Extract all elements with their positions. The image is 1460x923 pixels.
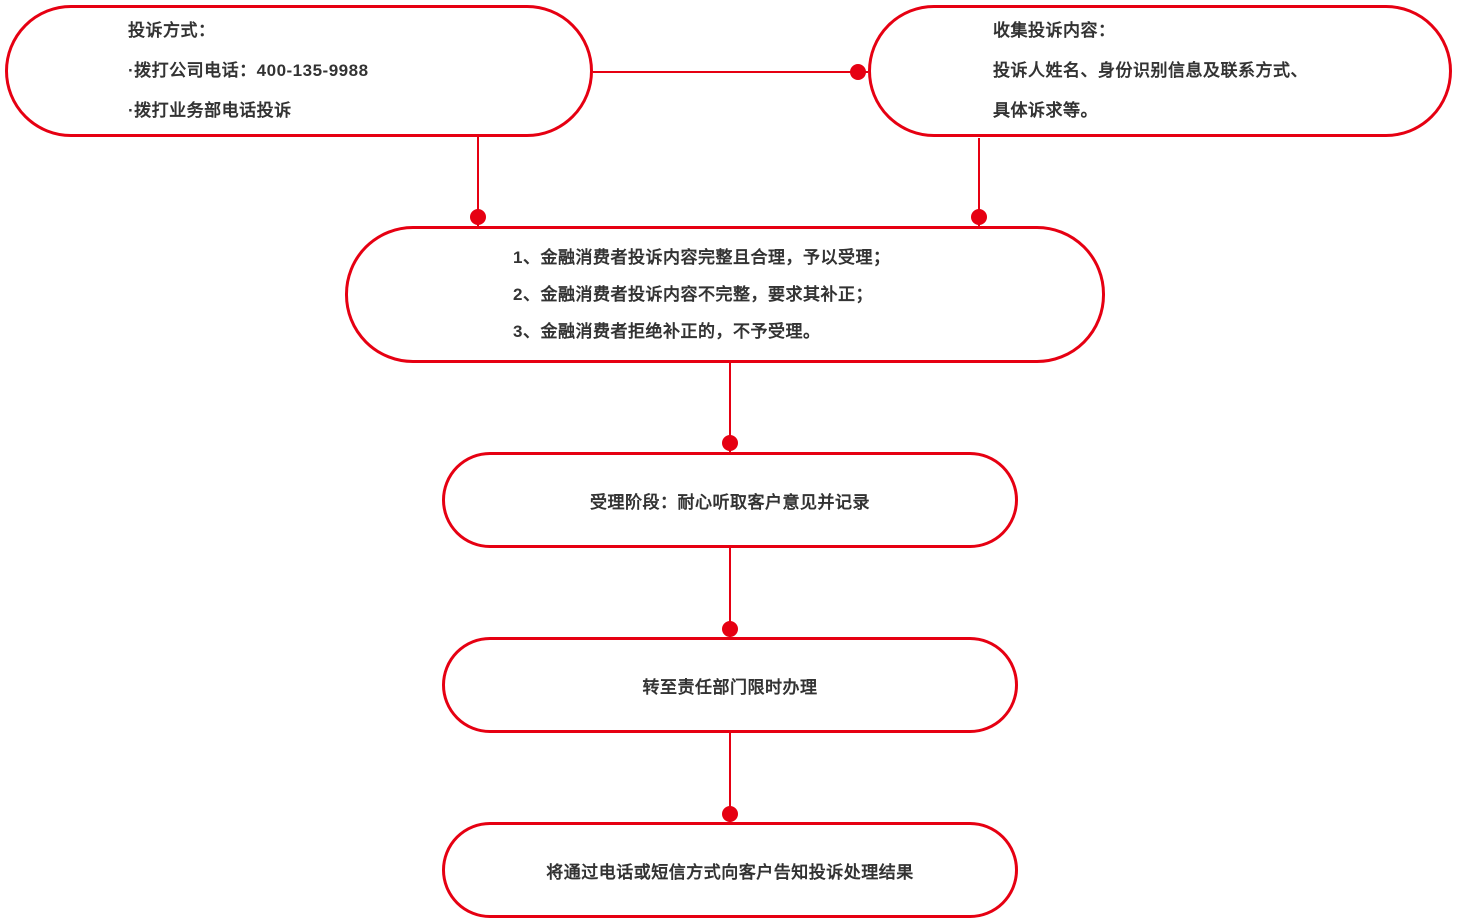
node-notify-result: 将通过电话或短信方式向客户告知投诉处理结果 bbox=[442, 822, 1018, 918]
node-transfer-department: 转至责任部门限时办理 bbox=[442, 637, 1018, 733]
node-line: 具体诉求等。 bbox=[993, 101, 1098, 120]
node-line: 受理阶段：耐心听取客户意见并记录 bbox=[590, 492, 870, 512]
connector-dot bbox=[470, 209, 486, 225]
node-triage-rules: 1、金融消费者投诉内容完整且合理，予以受理； 2、金融消费者投诉内容不完整，要求… bbox=[345, 226, 1105, 363]
connector-acceptance-to-transfer bbox=[729, 548, 731, 637]
node-line: ·拨打业务部电话投诉 bbox=[128, 101, 292, 120]
node-line: 投诉人姓名、身份识别信息及联系方式、 bbox=[993, 61, 1308, 80]
connector-dot bbox=[722, 806, 738, 822]
node-line: 3、金融消费者拒绝补正的，不予受理。 bbox=[513, 322, 821, 341]
connector-top-horizontal bbox=[593, 71, 868, 73]
node-line: 将通过电话或短信方式向客户告知投诉处理结果 bbox=[546, 862, 914, 882]
node-line: 收集投诉内容： bbox=[993, 21, 1116, 40]
connector-dot bbox=[722, 435, 738, 451]
connector-right-vertical bbox=[978, 138, 980, 226]
connector-transfer-to-notify bbox=[729, 733, 731, 822]
node-line: 投诉方式： bbox=[128, 21, 216, 40]
node-line: 转至责任部门限时办理 bbox=[642, 677, 818, 697]
node-line: 2、金融消费者投诉内容不完整，要求其补正； bbox=[513, 285, 873, 304]
connector-left-vertical bbox=[477, 137, 479, 226]
node-line: ·拨打公司电话：400-135-9988 bbox=[128, 61, 369, 80]
node-line: 1、金融消费者投诉内容完整且合理，予以受理； bbox=[513, 248, 891, 267]
connector-dot bbox=[971, 209, 987, 225]
connector-dot bbox=[850, 64, 866, 80]
connector-rules-to-acceptance bbox=[729, 363, 731, 452]
node-complaint-methods: 投诉方式： ·拨打公司电话：400-135-9988 ·拨打业务部电话投诉 bbox=[5, 5, 593, 137]
connector-dot bbox=[722, 621, 738, 637]
node-collect-content: 收集投诉内容： 投诉人姓名、身份识别信息及联系方式、 具体诉求等。 bbox=[868, 5, 1452, 137]
node-acceptance-stage: 受理阶段：耐心听取客户意见并记录 bbox=[442, 452, 1018, 548]
